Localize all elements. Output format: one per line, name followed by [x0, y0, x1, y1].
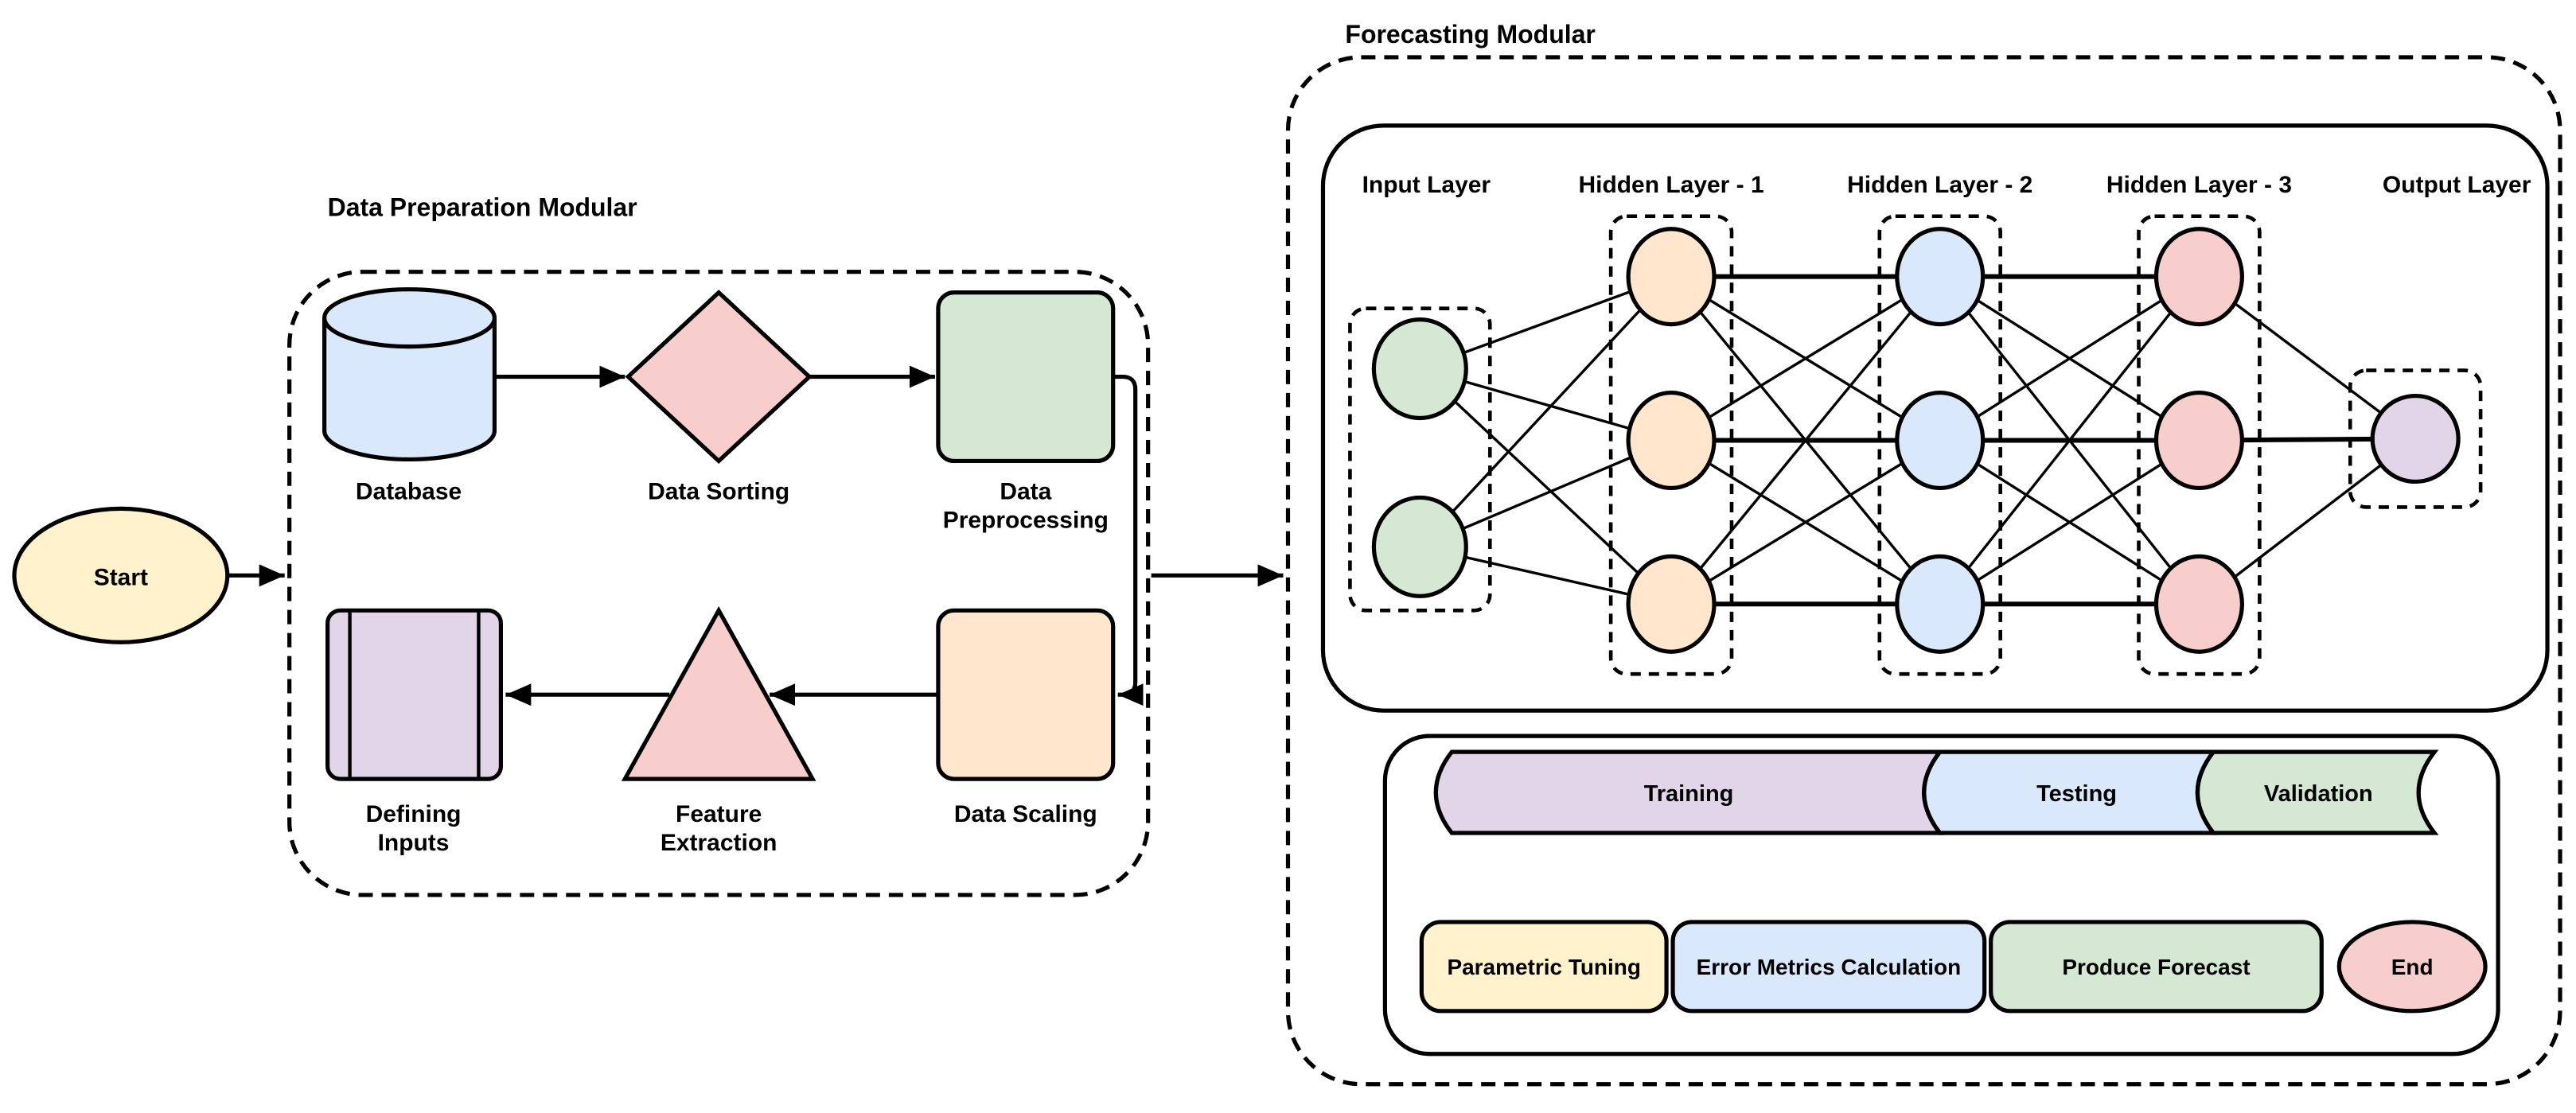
defining-inputs-node: Defining Inputs — [325, 608, 504, 856]
data-preprocessing-label-1: Data — [1000, 478, 1051, 504]
nn-hidden1-node-2 — [1626, 390, 1717, 491]
training-panel: Training Testing Validation Parametric T… — [1382, 734, 2500, 1057]
database-node: Database — [322, 287, 497, 504]
nn-hidden3-node-3 — [2153, 554, 2244, 654]
feature-extraction-node: Feature Extraction — [621, 605, 816, 856]
data-preprocessing-box — [936, 290, 1116, 464]
neural-network-container — [1320, 123, 2550, 713]
nn-hidden2-node-2 — [1895, 390, 1986, 491]
defining-inputs-label-2: Inputs — [378, 830, 450, 856]
dataset-split-tape: Training Testing Validation — [1433, 749, 2439, 835]
nn-hidden1-node-3 — [1626, 554, 1717, 654]
end-label: End — [2391, 955, 2434, 979]
training-label: Training — [1644, 781, 1734, 807]
hidden-layer-1-group-box — [1608, 214, 1734, 676]
forecasting-boundary — [1285, 55, 2562, 1087]
nn-output-node — [2370, 393, 2461, 485]
forecasting-title: Forecasting Modular — [1345, 20, 1595, 49]
defining-inputs-label-1: Defining — [366, 801, 462, 827]
data-scaling-box — [936, 608, 1116, 781]
defining-inputs-box — [325, 608, 504, 781]
error-metrics-box — [1670, 920, 1987, 1014]
start-label: Start — [94, 564, 148, 590]
database-cylinder-top — [322, 287, 497, 349]
error-metrics-label: Error Metrics Calculation — [1697, 955, 1962, 979]
data-scaling-label: Data Scaling — [954, 801, 1097, 827]
produce-forecast-box — [1989, 920, 2324, 1014]
nn-hidden3-node-1 — [2153, 227, 2244, 327]
data-preprocessing-label-2: Preprocessing — [943, 507, 1109, 533]
nn-hidden2-node-3 — [1895, 554, 1986, 654]
training-panel-container — [1382, 734, 2500, 1057]
data-sorting-diamond — [625, 290, 813, 465]
data-scaling-node: Data Scaling — [936, 608, 1116, 827]
nn-hidden1-node-1 — [1626, 227, 1717, 327]
data-preparation-module: Data Preparation Modular Database Data S… — [287, 193, 1151, 897]
hidden-layer-2-group-box — [1877, 214, 2002, 676]
data-sorting-label: Data Sorting — [648, 478, 789, 504]
testing-label: Testing — [2036, 781, 2117, 807]
output-layer-label: Output Layer — [2383, 172, 2531, 198]
preprocessing-to-scaling-connector — [1113, 374, 1144, 706]
produce-forecast-label: Produce Forecast — [2062, 955, 2250, 979]
validation-segment — [2196, 749, 2439, 835]
nn-input-node-1 — [1371, 317, 1468, 421]
parametric-tuning-label: Parametric Tuning — [1447, 955, 1640, 979]
database-label: Database — [356, 478, 462, 504]
neural-network-panel: Input Layer Hidden Layer - 1 Hidden Laye… — [1320, 123, 2550, 713]
data-preprocessing-node: Data Preprocessing — [936, 290, 1116, 533]
feature-extraction-label-2: Extraction — [661, 830, 777, 856]
feature-extraction-label-1: Feature — [676, 801, 762, 827]
output-layer-group-box — [2348, 368, 2483, 509]
start-node: Start — [12, 506, 230, 644]
hidden-layer-3-label: Hidden Layer - 3 — [2106, 172, 2292, 198]
nn-hidden2-node-1 — [1895, 227, 1986, 327]
validation-label: Validation — [2264, 781, 2373, 807]
forecasting-module: Forecasting Modular Input Layer Hidden L… — [1285, 20, 2562, 1087]
parametric-tuning-box — [1419, 920, 1669, 1014]
input-layer-group-box — [1348, 306, 1492, 613]
database-cylinder-body — [322, 317, 497, 462]
hidden-layer-2-label: Hidden Layer - 2 — [1847, 172, 2032, 198]
data-sorting-node: Data Sorting — [625, 290, 813, 504]
forecasting-steps-row: Parametric Tuning Error Metrics Calculat… — [1419, 920, 2488, 1014]
feature-extraction-triangle — [621, 605, 816, 781]
data-preparation-boundary — [287, 270, 1151, 897]
hidden-layer-1-label: Hidden Layer - 1 — [1578, 172, 1763, 198]
end-node — [2336, 920, 2488, 1014]
data-preparation-title: Data Preparation Modular — [328, 193, 637, 222]
nn-input-node-2 — [1371, 495, 1468, 598]
input-layer-label: Input Layer — [1362, 172, 1491, 198]
nn-hidden3-node-2 — [2153, 390, 2244, 491]
hidden-layer-3-group-box — [2137, 214, 2262, 676]
